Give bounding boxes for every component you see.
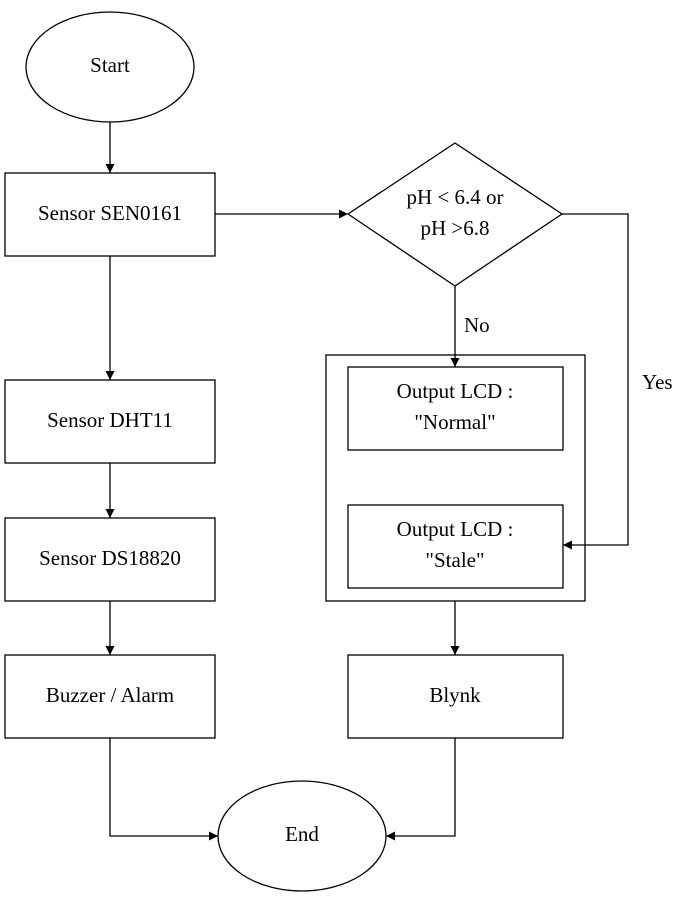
ph-decision-label-line1: pH < 6.4 or (406, 185, 503, 209)
start-label: Start (90, 53, 130, 77)
arrow-buzzer-to-end (109, 738, 218, 841)
end-label: End (285, 822, 319, 846)
arrow-blynk-to-end (386, 738, 456, 841)
sensor-sen0161-label: Sensor SEN0161 (38, 201, 182, 225)
blynk-box (347, 654, 564, 739)
ph-decision-label-line2: pH >6.8 (420, 216, 489, 240)
sensor-dht11-label: Sensor DHT11 (47, 408, 173, 432)
arrow-decision-yes-to-stale (562, 213, 629, 550)
output-lcd-stale-label-line2: "Stale" (425, 548, 484, 572)
output-lcd-normal-label-line2: "Normal" (414, 410, 495, 434)
output-lcd-normal-box (347, 366, 564, 451)
output-lcd-stale-label-line1: Output LCD : (397, 517, 514, 541)
edge-label-yes: Yes (642, 370, 673, 394)
sensor-sen0161-box (4, 172, 216, 257)
blynk-label: Blynk (429, 683, 481, 707)
ph-decision-diamond (346, 142, 564, 287)
output-lcd-normal-label-line1: Output LCD : (397, 379, 514, 403)
sensor-ds18820-label: Sensor DS18820 (39, 546, 181, 570)
buzzer-alarm-label: Buzzer / Alarm (46, 683, 174, 707)
edge-label-no: No (464, 313, 490, 337)
output-lcd-stale-box (347, 504, 564, 589)
sensor-ds18820-box (4, 517, 216, 602)
buzzer-alarm-box (4, 654, 216, 739)
